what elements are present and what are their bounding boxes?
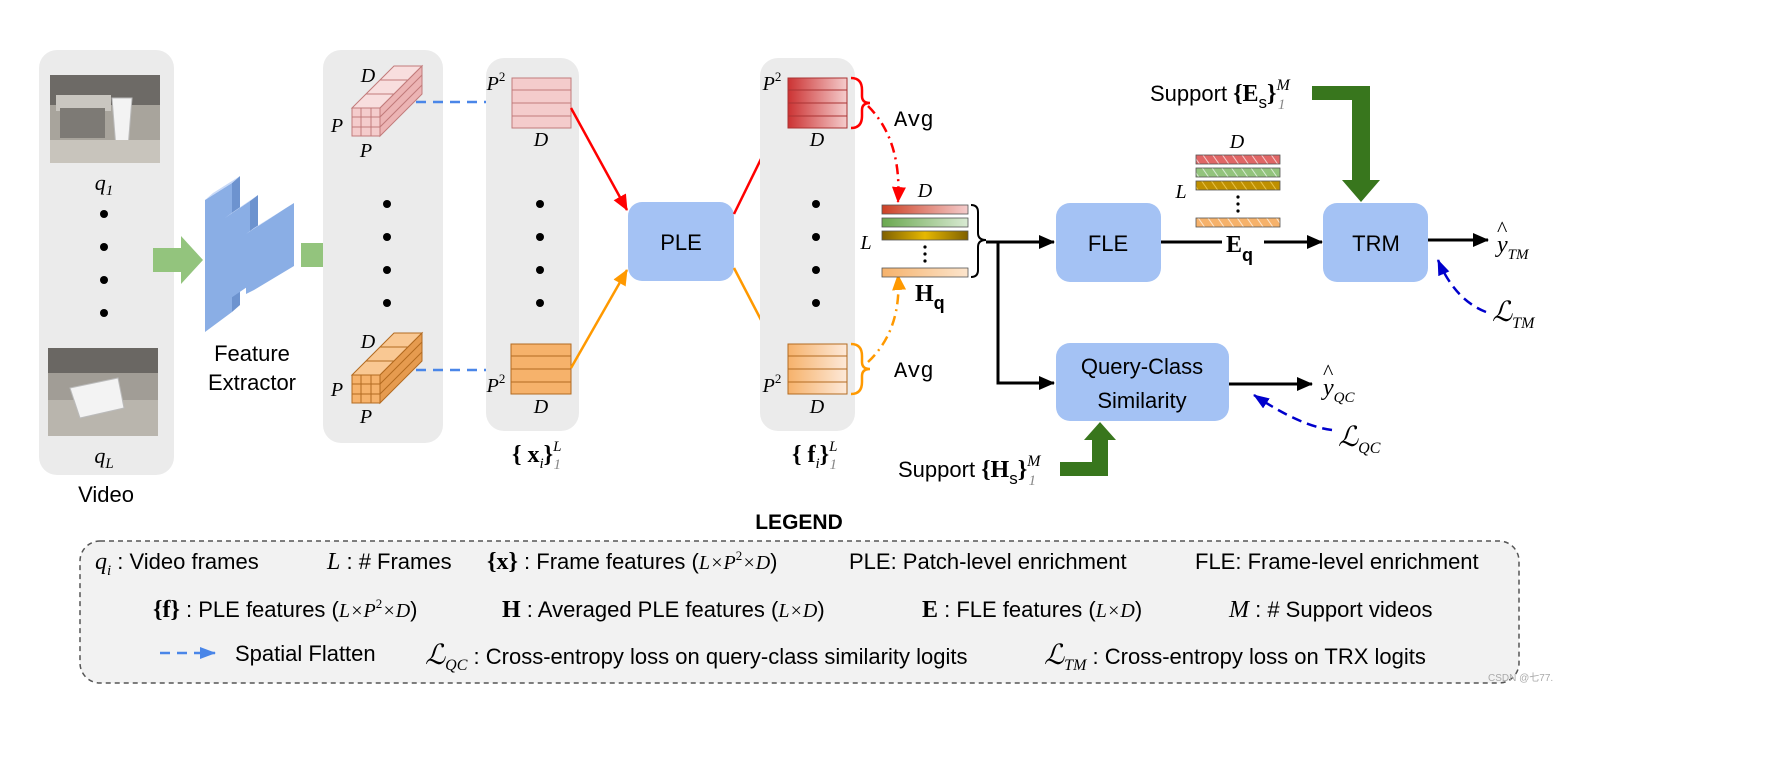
fle-box xyxy=(1056,203,1161,282)
f-ellipsis xyxy=(812,200,820,307)
loss-tm-label: ℒTM xyxy=(1492,297,1536,332)
x-bottom-D: D xyxy=(533,396,549,418)
patch-tensor-top xyxy=(350,64,424,138)
frame-label-first: q1 xyxy=(95,170,114,199)
video-label: Video xyxy=(78,482,134,507)
trm-box xyxy=(1323,203,1428,282)
x-top-P2: P2 xyxy=(486,69,506,95)
eq-dots xyxy=(1236,195,1240,213)
video-frame-last xyxy=(48,348,158,436)
qcs-label-2: Similarity xyxy=(1097,388,1186,413)
patch-bottom-D: D xyxy=(360,331,376,353)
x-ellipsis xyxy=(536,200,544,307)
frame-feature-top xyxy=(511,77,572,129)
legend-f: {f} : PLE features (L×P2×D) xyxy=(153,596,418,623)
eq-L: L xyxy=(1174,181,1186,203)
legend-loss-qc: ℒQC : Cross-entropy loss on query-class … xyxy=(425,640,967,674)
legend-fle: FLE: Frame-level enrichment xyxy=(1195,549,1479,574)
arrow-x-bottom-to-ple xyxy=(569,269,629,369)
y-qc-hat: ^ xyxy=(1323,359,1334,384)
x-bottom-P2: P2 xyxy=(486,371,506,397)
eq-D: D xyxy=(1229,131,1245,153)
legend-L: L : # Frames xyxy=(326,549,452,575)
legend-title: LEGEND xyxy=(755,511,843,534)
support-e-arrow xyxy=(1312,86,1380,202)
f-top-P2: P2 xyxy=(762,69,782,95)
patch-tensor-bottom xyxy=(350,331,424,405)
ple-feature-top xyxy=(787,77,848,129)
legend-qi: qi : Video frames xyxy=(95,549,259,579)
legend-loss-tm: ℒTM : Cross-entropy loss on TRX logits xyxy=(1044,640,1426,674)
ple-label: PLE xyxy=(660,230,702,255)
hq-label: Hq xyxy=(915,281,945,313)
hq-brace xyxy=(970,204,987,278)
hq-L: L xyxy=(859,232,871,254)
legend-H: H : Averaged PLE features (L×D) xyxy=(502,597,825,623)
patch-bottom-P-bottom: P xyxy=(359,406,372,428)
trm-label: TRM xyxy=(1352,231,1400,256)
hq-stack xyxy=(881,204,969,278)
avg-arrow-bottom xyxy=(867,274,907,363)
fle-label: FLE xyxy=(1088,231,1128,256)
frame-ellipsis xyxy=(100,210,108,317)
avg-bottom: Avg xyxy=(894,359,934,384)
feature-extractor-label: Feature xyxy=(214,341,290,366)
qcs-label-1: Query-Class xyxy=(1081,354,1203,379)
eq-label-bg xyxy=(1222,228,1264,262)
legend-M: M : # Support videos xyxy=(1228,597,1432,623)
hq-dots xyxy=(923,245,927,263)
f-bottom-P2: P2 xyxy=(762,371,782,397)
f-top-D: D xyxy=(809,129,825,151)
patch-top-P-bottom: P xyxy=(359,140,372,162)
loss-qc-label: ℒQC xyxy=(1338,422,1381,457)
legend-ple: PLE: Patch-level enrichment xyxy=(849,549,1127,574)
video-frame-first xyxy=(50,75,160,163)
watermark: CSDN @七77. xyxy=(1488,672,1553,684)
patch-ellipsis xyxy=(383,200,391,307)
arrow-x-top-to-ple xyxy=(569,107,629,211)
x-top-D: D xyxy=(533,129,549,151)
loss-tm-arrow xyxy=(1436,259,1487,314)
query-class-similarity-box xyxy=(1056,343,1229,421)
y-qc-label: yQC xyxy=(1321,375,1355,406)
frame-feature-bottom xyxy=(510,343,572,395)
patch-bottom-P-left: P xyxy=(330,379,343,401)
f-bottom-D: D xyxy=(809,396,825,418)
y-tm-label: yTM xyxy=(1495,232,1530,263)
y-tm-hat: ^ xyxy=(1497,216,1508,241)
brace-bottom xyxy=(850,342,871,396)
green-arrow-video-to-extractor xyxy=(153,236,203,284)
legend-E: E : FLE features (L×D) xyxy=(922,597,1142,623)
avg-arrow-top xyxy=(867,105,906,203)
hq-D: D xyxy=(917,180,933,202)
support-h-arrow xyxy=(1060,422,1116,476)
ple-box xyxy=(628,202,734,281)
ple-feature-bottom xyxy=(787,343,848,395)
ple-features-panel xyxy=(760,58,855,431)
legend-box xyxy=(79,540,1520,684)
avg-top: Avg xyxy=(894,108,934,133)
legend-flatten: Spatial Flatten xyxy=(235,641,376,666)
feature-extractor-label-2: Extractor xyxy=(208,370,296,395)
eq-label: Eq xyxy=(1226,232,1253,265)
eq-stack xyxy=(1195,154,1281,228)
frame-features-panel xyxy=(486,58,579,431)
feature-extractor-icon xyxy=(205,176,294,332)
patch-top-D: D xyxy=(360,65,376,87)
frame-label-last: qL xyxy=(94,443,113,472)
arrow-hq-to-qcs xyxy=(996,242,1055,390)
patch-top-P-left: P xyxy=(330,115,343,137)
loss-qc-arrow xyxy=(1253,393,1333,432)
brace-top xyxy=(850,76,871,130)
legend-x: {x} : Frame features (L×P2×D) xyxy=(487,548,778,575)
